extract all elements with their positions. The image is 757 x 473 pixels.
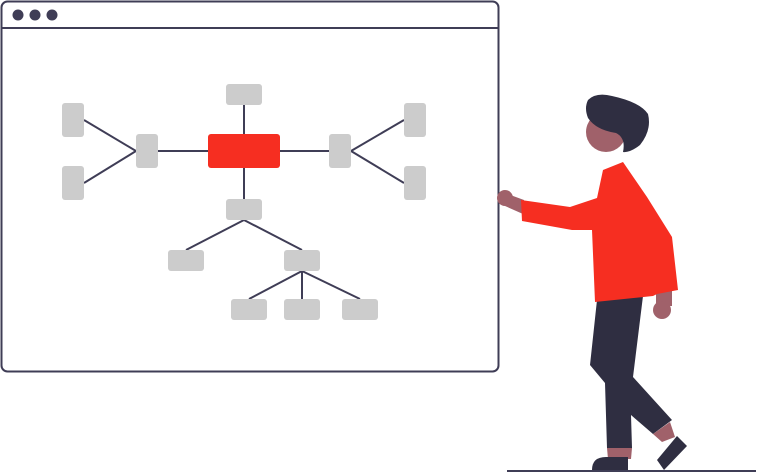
node — [404, 166, 426, 200]
node — [231, 299, 267, 320]
node — [62, 103, 84, 137]
node — [342, 299, 378, 320]
node — [226, 84, 262, 105]
edge — [350, 119, 405, 152]
hair — [586, 94, 649, 153]
edge — [301, 270, 361, 300]
shoe — [657, 436, 687, 470]
edge — [350, 150, 405, 184]
node — [284, 250, 320, 271]
ankle — [653, 422, 675, 442]
edge — [185, 219, 245, 251]
dot-icon — [46, 9, 58, 21]
ankle — [607, 448, 632, 459]
edge — [243, 219, 303, 251]
mind-map-edges — [83, 105, 405, 300]
hand — [653, 301, 671, 319]
central-node — [208, 134, 280, 168]
dot-icon — [29, 9, 41, 21]
node — [226, 199, 262, 220]
mind-map-nodes — [62, 84, 426, 320]
pants — [590, 296, 672, 448]
node — [136, 134, 158, 168]
window-frame — [0, 0, 500, 373]
node — [168, 250, 204, 271]
edge — [83, 119, 137, 152]
browser-window — [0, 0, 500, 373]
node — [284, 299, 320, 320]
dot-icon — [12, 9, 24, 21]
edge — [83, 150, 137, 184]
wrist — [505, 193, 524, 214]
shirt — [521, 162, 678, 302]
node — [329, 134, 351, 168]
node — [404, 103, 426, 137]
person — [497, 94, 687, 470]
edge — [248, 270, 303, 300]
node — [62, 166, 84, 200]
shoe — [592, 457, 628, 470]
